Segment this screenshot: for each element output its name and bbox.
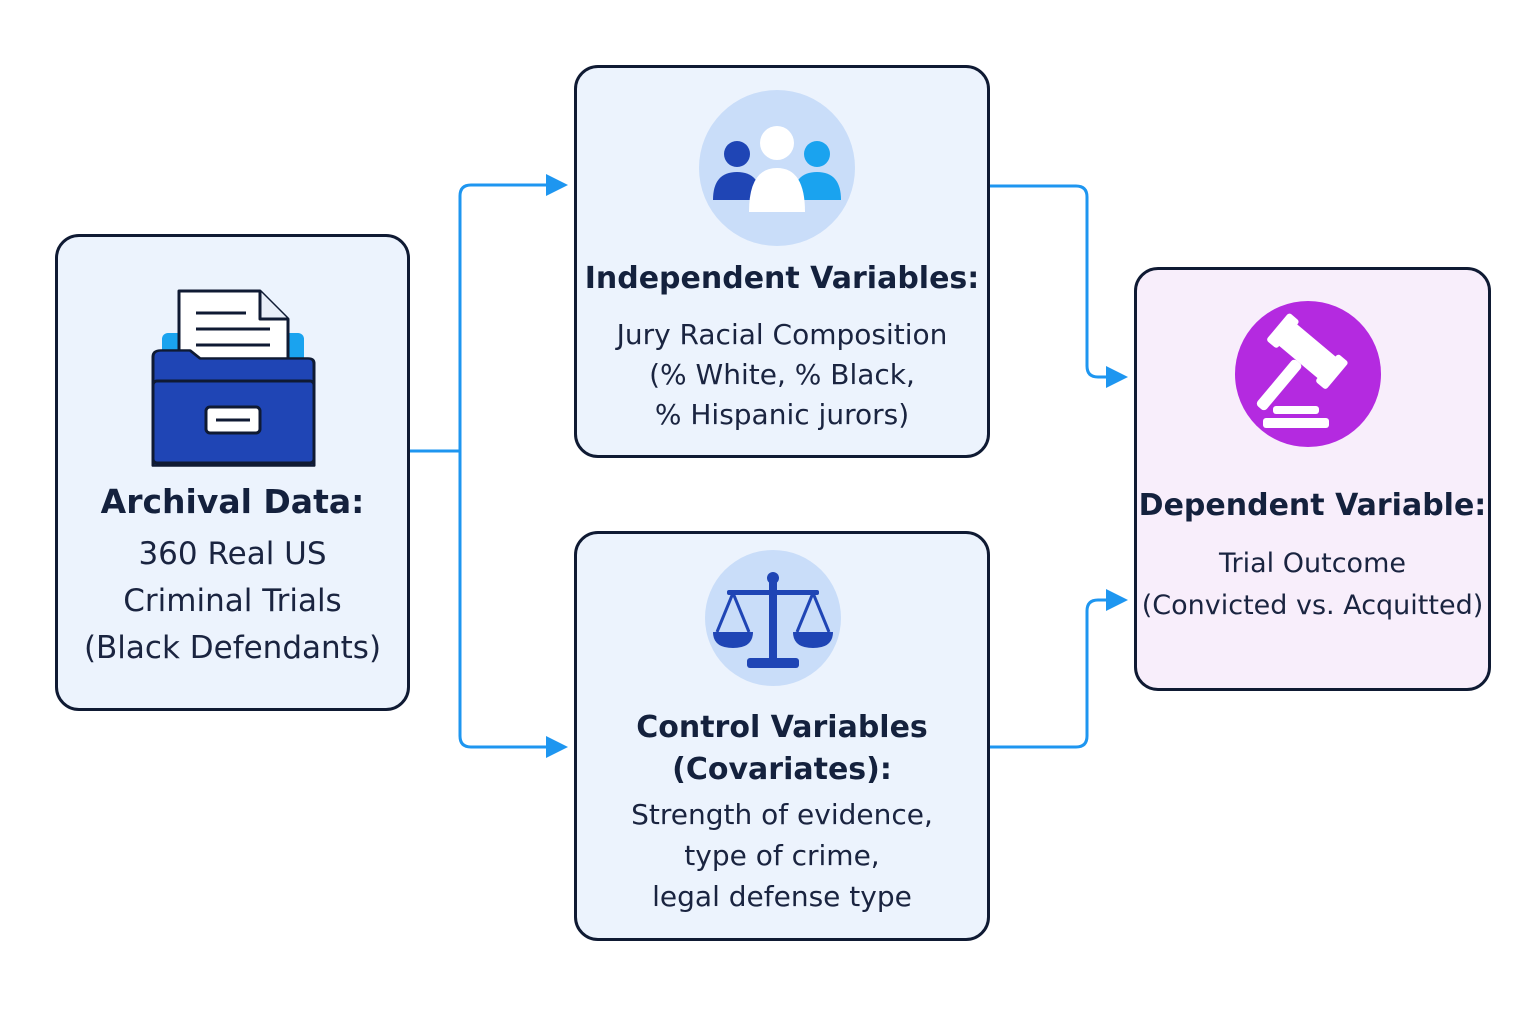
connector-archival-to-cv xyxy=(458,451,548,749)
independent-title: Independent Variables: xyxy=(584,261,980,296)
arrowhead-cv-to-dv xyxy=(1106,589,1128,611)
arrowhead-to-iv xyxy=(546,174,568,196)
dependent-line: (Convicted vs. Acquitted) xyxy=(1141,590,1484,621)
connector-iv-to-dv xyxy=(990,184,1110,379)
connector-cv-to-dv xyxy=(990,598,1110,749)
dependent-line: Trial Outcome xyxy=(1219,548,1406,579)
archival-title: Archival Data: xyxy=(100,482,365,521)
people-group-icon xyxy=(697,88,857,253)
control-title: Control Variables (Covariates): xyxy=(577,707,987,791)
control-line: Strength of evidence, xyxy=(631,798,933,831)
archival-line: 360 Real US xyxy=(138,536,327,572)
independent-line: Jury Racial Composition xyxy=(616,318,948,351)
archival-data-box: Archival Data: 360 Real US Criminal Tria… xyxy=(55,234,410,711)
control-title-line: (Covariates): xyxy=(672,752,892,787)
control-line: legal defense type xyxy=(652,880,912,913)
control-line: type of crime, xyxy=(684,839,880,872)
independent-line: (% White, % Black, xyxy=(649,358,915,391)
archival-line: (Black Defendants) xyxy=(83,630,382,666)
archival-description: 360 Real US Criminal Trials (Black Defen… xyxy=(58,531,407,672)
gavel-icon xyxy=(1233,294,1383,459)
independent-description: Jury Racial Composition (% White, % Blac… xyxy=(577,315,987,435)
dependent-description: Trial Outcome (Convicted vs. Acquitted) xyxy=(1137,543,1488,627)
control-variables-box: Control Variables (Covariates): Strength… xyxy=(574,531,990,941)
file-drawer-icon xyxy=(148,289,318,474)
control-title-line: Control Variables xyxy=(636,710,928,745)
arrowhead-to-cv xyxy=(546,736,568,758)
independent-variables-box: Independent Variables: Jury Racial Compo… xyxy=(574,65,990,458)
connector-archival-to-iv xyxy=(458,183,548,451)
scales-of-justice-icon xyxy=(703,548,843,693)
control-description: Strength of evidence, type of crime, leg… xyxy=(577,794,987,917)
dependent-variable-box: Dependent Variable: Trial Outcome (Convi… xyxy=(1134,267,1491,691)
independent-line: % Hispanic jurors) xyxy=(654,398,910,431)
archival-line: Criminal Trials xyxy=(123,583,342,619)
dependent-title: Dependent Variable: xyxy=(1138,488,1487,523)
arrowhead-iv-to-dv xyxy=(1106,366,1128,388)
